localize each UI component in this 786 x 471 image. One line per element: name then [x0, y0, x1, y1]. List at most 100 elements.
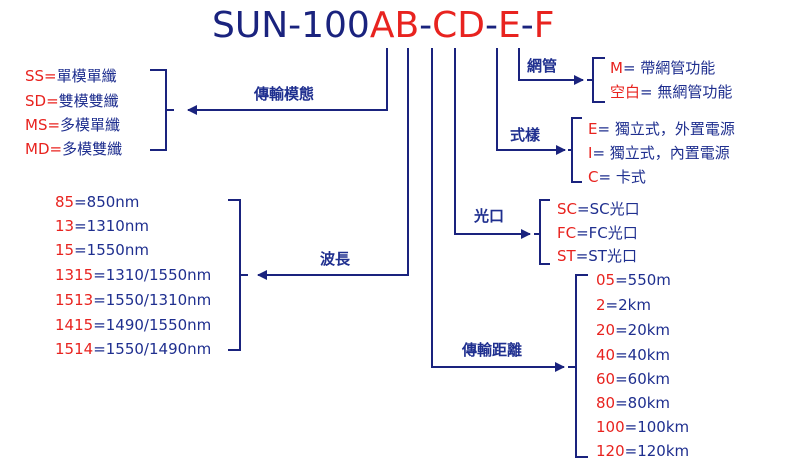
- port-option: SC=SC光口: [557, 200, 640, 218]
- style-code: E: [588, 120, 598, 138]
- netmgmt-code: M: [610, 59, 623, 77]
- port-desc: =FC光口: [576, 224, 638, 242]
- distance-option: 80=80km: [596, 394, 670, 412]
- transmission-mode-label: 傳輸模態: [254, 85, 315, 103]
- mode-desc: 多模單纖: [60, 116, 121, 134]
- style-code: I: [588, 144, 593, 162]
- mode-sep: =: [47, 116, 61, 134]
- wavelength-desc: =1310nm: [74, 217, 149, 235]
- wavelength-connector: [257, 48, 409, 280]
- distance-code: 40: [596, 346, 616, 364]
- wavelength-option: 1513=1550/1310nm: [55, 291, 211, 309]
- style-desc: = 獨立式，內置電源: [592, 144, 730, 162]
- distance-desc: =80km: [615, 394, 671, 412]
- model-prefix: SUN-100: [212, 5, 370, 46]
- wavelength-option: 1415=1490/1550nm: [55, 316, 211, 334]
- wavelength-brace: [228, 199, 248, 351]
- port-option: FC=FC光口: [557, 224, 638, 242]
- wavelength-desc: =1490/1550nm: [93, 316, 212, 334]
- wavelength-label: 波長: [320, 250, 351, 268]
- distance-brace: [568, 274, 588, 458]
- mode-option: SD=雙模雙纖: [25, 92, 119, 110]
- wavelength-option: 1514=1550/1490nm: [55, 340, 211, 358]
- distance-code: 2: [596, 296, 606, 314]
- port-connector: [454, 48, 531, 239]
- style-option: E= 獨立式，外置電源: [588, 120, 735, 138]
- style-connector: [496, 48, 566, 155]
- wavelength-code: 1514: [55, 340, 94, 358]
- port-desc: =ST光口: [575, 247, 637, 265]
- wavelength-code: 15: [55, 241, 75, 259]
- distance-code: 100: [596, 418, 625, 436]
- mode-code: SS: [25, 67, 45, 85]
- wavelength-code: 1315: [55, 266, 94, 284]
- wavelength-option: 1315=1310/1550nm: [55, 266, 211, 284]
- mode-code: SD: [25, 92, 47, 110]
- mode-sep: =: [49, 140, 63, 158]
- wavelength-desc: =1310/1550nm: [93, 266, 212, 284]
- port-code: SC: [557, 200, 577, 218]
- netmgmt-desc: = 無網管功能: [640, 83, 733, 101]
- distance-code: 120: [596, 442, 625, 460]
- distance-desc: =550m: [615, 271, 671, 289]
- mode-desc: 多模雙纖: [62, 140, 123, 158]
- distance-code: 05: [596, 271, 616, 289]
- netmgmt-option: M= 帶網管功能: [610, 59, 715, 77]
- model-part-cd: CD: [432, 5, 486, 46]
- wavelength-desc: =1550nm: [74, 241, 149, 259]
- style-option: C= 卡式: [588, 168, 646, 186]
- optical-port-label: 光口: [474, 207, 505, 225]
- mode-option: MD=多模雙纖: [25, 140, 122, 158]
- style-desc: = 獨立式，外置電源: [597, 120, 735, 138]
- model-dash-2: -: [485, 5, 499, 46]
- wavelength-desc: =1550/1310nm: [93, 291, 212, 309]
- netmgmt-desc: = 帶網管功能: [622, 59, 716, 77]
- style-desc: = 卡式: [598, 168, 646, 186]
- distance-option: 20=20km: [596, 321, 670, 339]
- wavelength-code: 1513: [55, 291, 94, 309]
- wavelength-desc: =1550/1490nm: [93, 340, 212, 358]
- mode-desc: 單模單纖: [56, 67, 117, 85]
- port-code: ST: [557, 247, 576, 265]
- model-dash-3: -: [520, 5, 534, 46]
- mode-connector: [187, 48, 388, 115]
- distance-label: 傳輸距離: [462, 341, 523, 359]
- distance-desc: =20km: [615, 321, 671, 339]
- wavelength-option: 13=1310nm: [55, 217, 149, 235]
- network-management-label: 網管: [527, 57, 558, 75]
- wavelength-code: 13: [55, 217, 75, 235]
- model-dash-1: -: [419, 5, 433, 46]
- wavelength-option: 85=850nm: [55, 193, 139, 211]
- wavelength-code: 1415: [55, 316, 94, 334]
- model-part-f: F: [533, 5, 555, 46]
- mode-option: SS=單模單纖: [25, 67, 117, 85]
- netmgmt-connector: [518, 48, 584, 85]
- mode-sep: =: [46, 92, 59, 110]
- wavelength-desc: =850nm: [74, 193, 140, 211]
- distance-connector: [431, 48, 565, 372]
- distance-option: 60=60km: [596, 370, 670, 388]
- port-option: ST=ST光口: [557, 247, 637, 265]
- port-brace: [534, 199, 550, 265]
- model-part-e: E: [498, 5, 521, 46]
- model-code-title: SUN-100AB-CD-E-F: [212, 5, 555, 47]
- wavelength-option: 15=1550nm: [55, 241, 149, 259]
- mode-code: MS: [25, 116, 48, 134]
- model-part-ab: AB: [369, 5, 420, 46]
- wavelength-code: 85: [55, 193, 75, 211]
- distance-option: 40=40km: [596, 346, 670, 364]
- port-code: FC: [557, 224, 577, 242]
- mode-brace: [150, 69, 174, 151]
- distance-code: 60: [596, 370, 616, 388]
- netmgmt-brace: [587, 57, 605, 103]
- distance-desc: =100km: [624, 418, 690, 436]
- distance-option: 100=100km: [596, 418, 689, 436]
- distance-option: 05=550m: [596, 271, 671, 289]
- style-option: I= 獨立式，內置電源: [588, 144, 730, 162]
- mode-desc: 雙模雙纖: [58, 92, 119, 110]
- mode-option: MS=多模單纖: [25, 116, 120, 134]
- distance-desc: =60km: [615, 370, 671, 388]
- netmgmt-code: 空白: [610, 83, 641, 101]
